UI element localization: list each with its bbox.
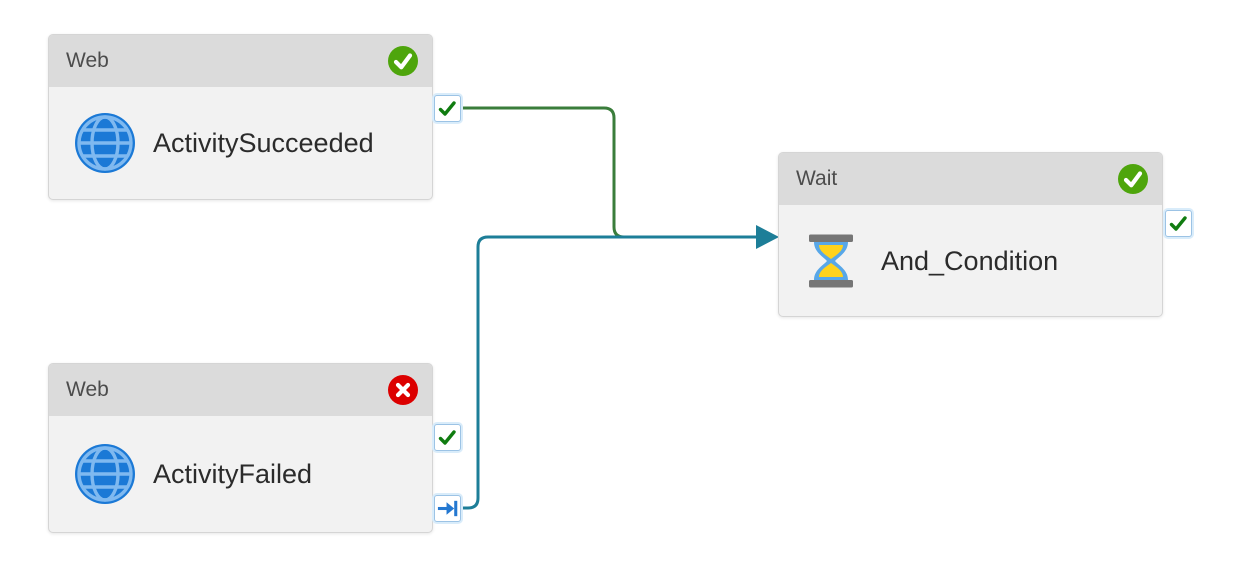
activity-type-label: Web: [66, 49, 109, 72]
node-body: And_Condition: [779, 205, 1162, 317]
activity-node-activitysucceeded[interactable]: Web ActivitySucceeded: [48, 34, 433, 200]
port-success-output-activityfailed[interactable]: [434, 424, 461, 451]
port-success-output-andcondition[interactable]: [1165, 210, 1192, 237]
connector-arrowhead-icon: [756, 225, 779, 249]
status-badge-success: [388, 46, 418, 76]
status-badge-failed: [388, 375, 418, 405]
activity-type-label: Wait: [796, 167, 838, 190]
port-completion-output-activityfailed[interactable]: [434, 495, 461, 522]
activity-name: ActivitySucceeded: [153, 127, 374, 158]
node-header: Wait: [779, 153, 1162, 205]
activity-node-activityfailed[interactable]: Web ActivityFailed: [48, 363, 433, 533]
node-header: Web: [49, 35, 432, 87]
check-icon: [1169, 216, 1187, 231]
status-badge-success: [1118, 164, 1148, 194]
activity-node-andcondition[interactable]: Wait And_Condition: [778, 152, 1163, 317]
connector-success-activitysucceeded-to-andcondition[interactable]: [461, 106, 762, 239]
port-success-output-activitysucceeded[interactable]: [434, 95, 461, 122]
arrow-to-bar-icon: [437, 500, 458, 517]
check-icon: [438, 430, 456, 445]
hourglass-icon: [801, 231, 861, 291]
activity-type-label: Web: [66, 378, 109, 401]
activity-name: And_Condition: [881, 245, 1059, 276]
check-icon: [393, 53, 413, 70]
check-icon: [1123, 171, 1143, 188]
globe-icon: [73, 442, 137, 506]
node-body: ActivitySucceeded: [49, 87, 432, 199]
x-icon: [395, 382, 411, 398]
node-header: Web: [49, 364, 432, 416]
check-icon: [438, 101, 456, 116]
globe-icon: [73, 111, 137, 175]
connector-completion-activityfailed-to-andcondition[interactable]: [461, 235, 756, 510]
node-body: ActivityFailed: [49, 416, 432, 532]
activity-name: ActivityFailed: [153, 458, 313, 489]
